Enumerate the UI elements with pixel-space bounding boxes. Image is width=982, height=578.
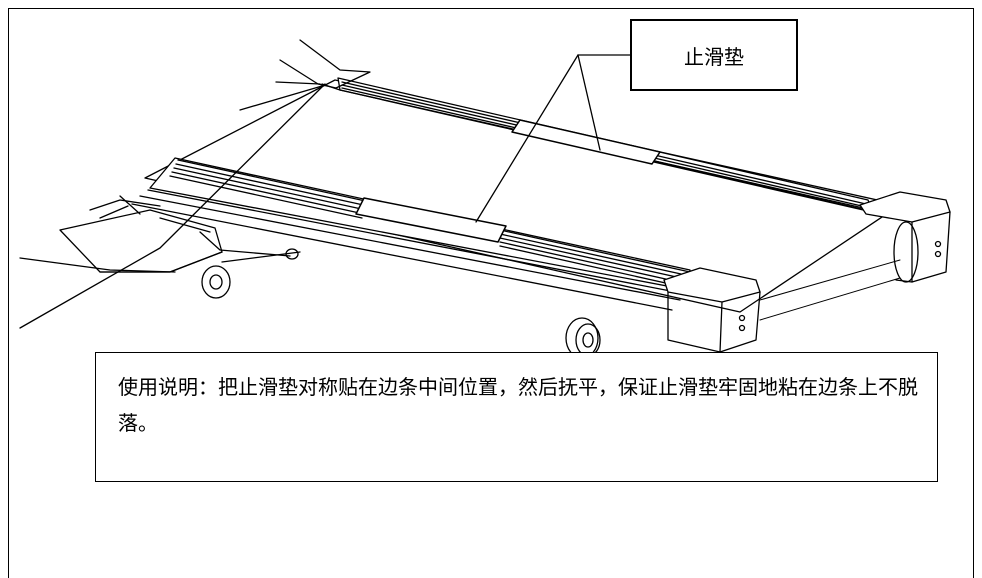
diagram-frame bbox=[8, 8, 974, 578]
upright-back bbox=[239, 39, 371, 111]
usage-note-text: 使用说明：把止滑垫对称贴在边条中间位置，然后抚平，保证止滑垫牢固地粘在边条上不脱… bbox=[118, 375, 918, 435]
callout-label: 止滑垫 bbox=[684, 44, 744, 69]
anti-slip-pad-front bbox=[355, 197, 507, 243]
usage-note-box: 使用说明：把止滑垫对称贴在边条中间位置，然后抚平，保证止滑垫牢固地粘在边条上不脱… bbox=[95, 352, 938, 482]
console-cable bbox=[19, 257, 176, 273]
callout-label-box: 止滑垫 bbox=[630, 19, 798, 91]
rear-end-cap-right bbox=[859, 191, 951, 283]
callout-leader bbox=[475, 54, 633, 223]
upright-front bbox=[89, 195, 161, 219]
front-motor-hood bbox=[59, 209, 301, 273]
front-wheel bbox=[201, 265, 231, 299]
anti-slip-pad-back bbox=[511, 119, 661, 165]
rear-roller bbox=[759, 259, 901, 321]
rear-end-cap-left bbox=[663, 267, 761, 353]
console-cable bbox=[19, 83, 326, 329]
